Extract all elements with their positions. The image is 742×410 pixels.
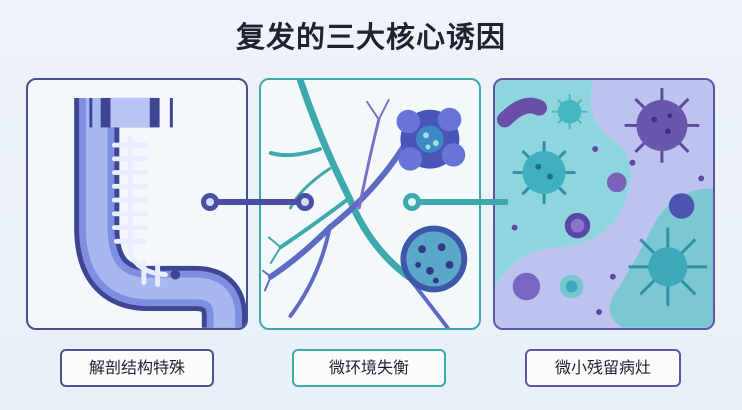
cause-label-microenvironment: 微环境失衡 bbox=[292, 349, 446, 387]
microbes-icon bbox=[495, 80, 713, 328]
cause-label-anatomy: 解剖结构特殊 bbox=[60, 349, 214, 387]
microenvironment-panel bbox=[259, 78, 481, 330]
cause-label-residual-lesion: 微小残留病灶 bbox=[525, 349, 681, 387]
neuron-network-icon bbox=[261, 80, 468, 328]
virus-teal-small bbox=[551, 94, 588, 130]
diagram-title: 复发的三大核心诱因 bbox=[235, 20, 506, 54]
virus-teal-bottom bbox=[628, 227, 708, 307]
virus-purple-large bbox=[624, 88, 700, 163]
stomach-intestine-icon bbox=[74, 97, 246, 328]
virus-teal-tiny bbox=[559, 274, 584, 299]
cell-cluster-bottom bbox=[400, 225, 468, 293]
residual-lesion-panel bbox=[493, 78, 715, 330]
anatomy-panel bbox=[26, 78, 248, 330]
cell-cluster-top bbox=[396, 107, 466, 171]
virus-teal-large bbox=[512, 141, 576, 204]
